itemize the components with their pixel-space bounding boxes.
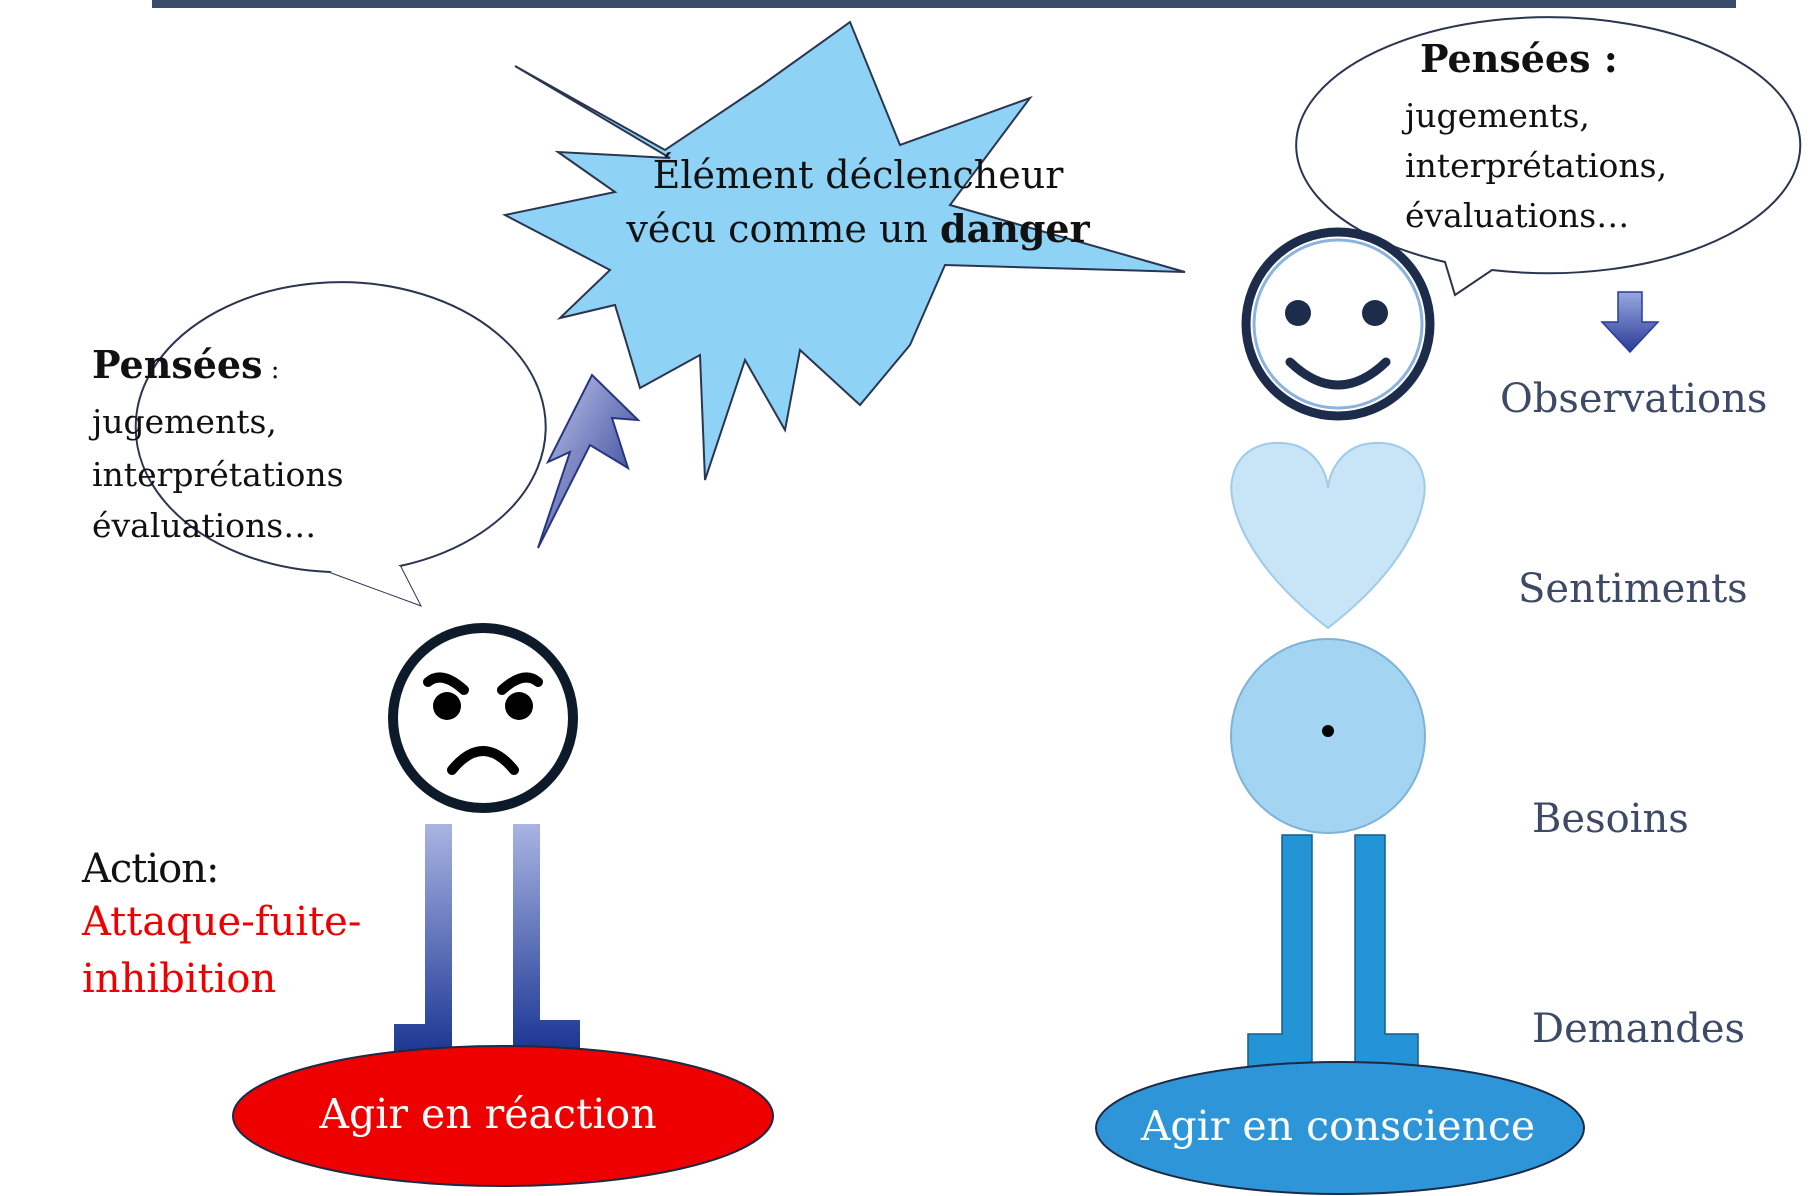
lightning-bolt-icon <box>537 373 641 549</box>
left-thoughts-colon: : <box>263 355 280 385</box>
stage-label-observations: Observations <box>1500 376 1767 422</box>
left-base-label: Agir en réaction <box>318 1090 656 1138</box>
stage-label-demandes: Demandes <box>1532 1006 1745 1052</box>
action-line-1: Attaque-fuite- <box>81 899 361 945</box>
right-base: Agir en conscience <box>1095 1061 1585 1195</box>
trigger-starburst: Élément déclencheur vécu comme un danger <box>502 20 1186 481</box>
down-arrow-icon <box>1600 291 1660 354</box>
angry-face-icon <box>388 623 578 813</box>
trigger-line-2: vécu comme un danger <box>625 206 1090 251</box>
right-leg-right <box>1354 834 1419 1069</box>
right-thought-bubble: Pensées : jugements, interprétations, év… <box>1295 16 1802 297</box>
top-bar <box>152 0 1736 8</box>
smiley-face-icon <box>1241 227 1435 421</box>
left-thought-bubble: Pensées : jugements, interprétations éva… <box>88 281 547 607</box>
trigger-line-2-prefix: vécu comme un <box>625 207 928 251</box>
left-thoughts-title: Pensées <box>92 342 263 387</box>
left-thoughts-heading: Pensées : <box>92 342 280 387</box>
heart-icon <box>1230 441 1426 630</box>
right-thoughts-line-1: jugements, <box>1401 96 1590 135</box>
stage-label-sentiments: Sentiments <box>1518 566 1748 612</box>
right-base-label: Agir en conscience <box>1140 1102 1535 1150</box>
left-leg-right <box>513 824 580 1052</box>
right-thoughts-title: Pensées : <box>1420 36 1618 81</box>
right-leg-left <box>1247 834 1313 1069</box>
left-thoughts-line-1: jugements, <box>88 402 277 441</box>
left-leg-left <box>394 824 452 1056</box>
needs-circle <box>1230 638 1426 834</box>
action-line-2: inhibition <box>82 956 276 1002</box>
left-thoughts-line-3: évaluations… <box>92 506 316 545</box>
trigger-line-1: Élément déclencheur <box>653 153 1065 197</box>
left-base: Agir en réaction <box>232 1045 774 1187</box>
trigger-danger-word: danger <box>940 206 1091 251</box>
right-thoughts-line-2: interprétations, <box>1405 146 1667 185</box>
action-title: Action: <box>81 846 218 892</box>
right-thoughts-line-3: évaluations… <box>1405 196 1629 235</box>
left-thoughts-line-2: interprétations <box>92 455 344 494</box>
stage-label-besoins: Besoins <box>1532 796 1689 842</box>
